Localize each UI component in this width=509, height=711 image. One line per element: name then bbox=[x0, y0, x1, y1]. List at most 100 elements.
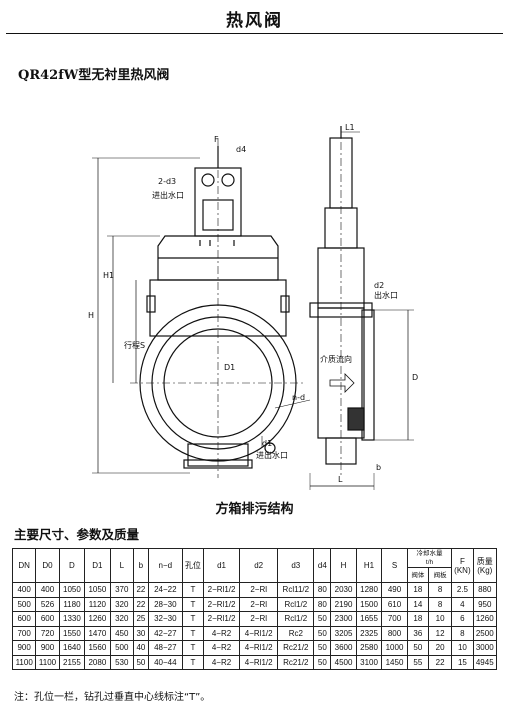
table-cell: 36 bbox=[406, 625, 429, 641]
label-water-out-right: 出水口 bbox=[374, 290, 398, 300]
table-cell: 2−Rl bbox=[239, 582, 279, 598]
header-plate: 阀板 bbox=[427, 567, 453, 583]
table-cell: 3000 bbox=[472, 640, 498, 656]
table-cell: 3205 bbox=[330, 625, 357, 641]
header-d2: d2 bbox=[239, 548, 279, 583]
table-cell: 1450 bbox=[381, 654, 408, 670]
table-cell: T bbox=[181, 654, 205, 670]
table-cell: 2155 bbox=[58, 654, 86, 670]
table-cell: 800 bbox=[381, 625, 408, 641]
label-b: b bbox=[376, 463, 381, 472]
table-cell: 1655 bbox=[355, 611, 383, 627]
table-cell: 600 bbox=[11, 611, 37, 627]
table-cell: 1330 bbox=[58, 611, 86, 627]
table-cell: 320 bbox=[109, 611, 134, 627]
table-cell: 50 bbox=[313, 640, 332, 656]
header-F-label: F bbox=[459, 556, 465, 566]
label-D1: D1 bbox=[224, 363, 235, 372]
table-cell: 4−R2 bbox=[202, 640, 241, 656]
table-cell: 530 bbox=[109, 654, 134, 670]
header-water-unit: t/h bbox=[425, 559, 434, 566]
table-cell: 490 bbox=[381, 582, 408, 598]
table-cell: 4−Rl1/2 bbox=[239, 640, 279, 656]
header-kongwei: 孔位 bbox=[181, 548, 205, 583]
table-cell: 32−30 bbox=[147, 611, 183, 627]
label-S: 行程S bbox=[124, 340, 145, 350]
footnote: 注：孔位一栏，钻孔过垂直中心线标注“T”。 bbox=[14, 692, 211, 703]
header-body: 阀体 bbox=[406, 567, 429, 583]
table-cell: 48−27 bbox=[147, 640, 183, 656]
table-cell: 700 bbox=[11, 625, 37, 641]
table-cell: 2580 bbox=[355, 640, 383, 656]
table-cell: 3600 bbox=[330, 640, 357, 656]
table-cell: 18 bbox=[406, 611, 429, 627]
header-d3: d3 bbox=[277, 548, 315, 583]
table-cell: 6 bbox=[451, 611, 474, 627]
header-D: D bbox=[58, 548, 86, 583]
label-H1: H1 bbox=[103, 271, 114, 280]
table-cell: 30 bbox=[132, 625, 149, 641]
table-cell: 1560 bbox=[84, 640, 111, 656]
table-header: DN D0 D D1 L b n−d 孔位 d1 d2 d3 d4 H H1 S… bbox=[11, 548, 498, 583]
title-divider bbox=[6, 33, 503, 34]
label-water-in: 进出水口 bbox=[152, 190, 184, 200]
table-cell: T bbox=[181, 582, 205, 598]
table-cell: 4−R2 bbox=[202, 654, 241, 670]
header-nd: n−d bbox=[147, 548, 183, 583]
table-cell: 370 bbox=[109, 582, 134, 598]
table-cell: 14 bbox=[406, 596, 429, 612]
table-cell: 600 bbox=[35, 611, 60, 627]
table-cell: 22 bbox=[427, 654, 453, 670]
table-cell: 20 bbox=[427, 640, 453, 656]
table-cell: 2300 bbox=[330, 611, 357, 627]
table-cell: 1280 bbox=[355, 582, 383, 598]
spec-table: DN D0 D D1 L b n−d 孔位 d1 d2 d3 d4 H H1 S… bbox=[11, 548, 498, 670]
table-cell: 2190 bbox=[330, 596, 357, 612]
table-cell: 50 bbox=[313, 625, 332, 641]
table-cell: 700 bbox=[381, 611, 408, 627]
table-cell: 2−Rl1/2 bbox=[202, 596, 241, 612]
page-title: 热风阀 bbox=[226, 11, 283, 31]
label-d1: d1 bbox=[262, 439, 272, 448]
label-medium-flow: 介质流向 bbox=[320, 354, 352, 364]
table-cell: 22 bbox=[132, 596, 149, 612]
table-cell: 1260 bbox=[84, 611, 111, 627]
table-cell: 880 bbox=[472, 582, 498, 598]
table-cell: 4−R2 bbox=[202, 625, 241, 641]
header-mass: 质量 (Kg) bbox=[472, 548, 498, 583]
table-cell: 720 bbox=[35, 625, 60, 641]
table-cell: 1100 bbox=[11, 654, 37, 670]
header-H: H bbox=[330, 548, 357, 583]
label-d2: d2 bbox=[374, 281, 384, 290]
label-d4: d4 bbox=[236, 145, 246, 154]
table-cell: 2325 bbox=[355, 625, 383, 641]
table-cell: T bbox=[181, 625, 205, 641]
table-cell: T bbox=[181, 611, 205, 627]
table-cell: 40−44 bbox=[147, 654, 183, 670]
header-mass-unit: (Kg) bbox=[477, 565, 493, 575]
table-cell: 18 bbox=[406, 582, 429, 598]
header-L: L bbox=[109, 548, 134, 583]
label-nd: n-d bbox=[292, 393, 305, 402]
table-cell: 1260 bbox=[472, 611, 498, 627]
table-cell: 2030 bbox=[330, 582, 357, 598]
table-cell: 1120 bbox=[84, 596, 111, 612]
table-cell: 42−27 bbox=[147, 625, 183, 641]
table-cell: 50 bbox=[313, 611, 332, 627]
table-cell: 15 bbox=[451, 654, 474, 670]
table-cell: Rc21/2 bbox=[277, 640, 315, 656]
table-cell: 1550 bbox=[58, 625, 86, 641]
flange-right bbox=[361, 309, 375, 441]
table-cell: 1500 bbox=[355, 596, 383, 612]
table-cell: 24−22 bbox=[147, 582, 183, 598]
valve-drawing: F d4 2-d3 进出水口 H H1 行程S D1 n-d d1 进出水口 L… bbox=[88, 123, 418, 490]
table-cell: 1000 bbox=[381, 640, 408, 656]
table-cell: 8 bbox=[451, 625, 474, 641]
table-cell: 2.5 bbox=[451, 582, 474, 598]
header-water-group: 冷却水量 t/h bbox=[406, 548, 453, 568]
table-cell: 12 bbox=[427, 625, 453, 641]
